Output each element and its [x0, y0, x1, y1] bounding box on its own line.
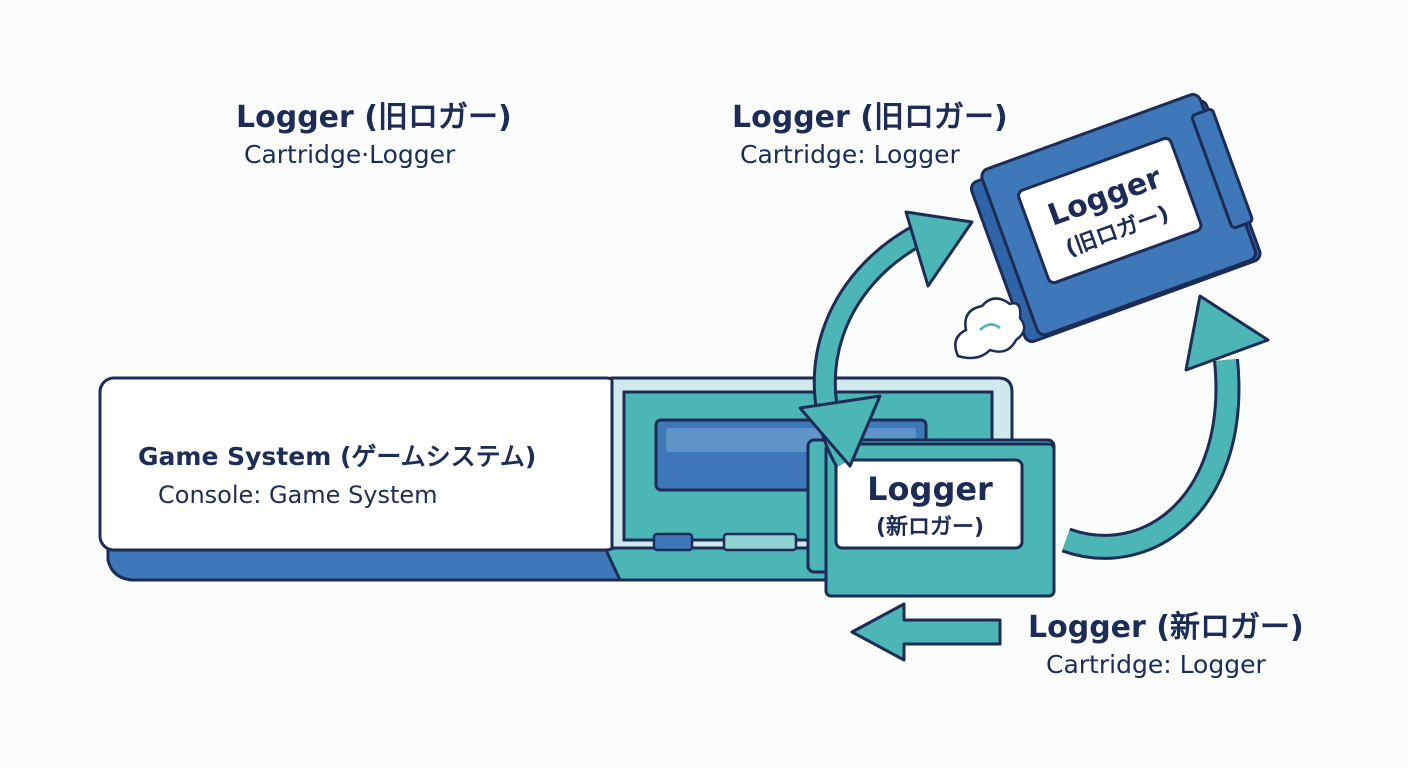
old-cartridge: Logger (旧ロガー)	[969, 93, 1262, 343]
label-top-left-subtitle: Cartridge·Logger	[244, 140, 456, 169]
arrow-cycle-right	[1061, 294, 1270, 560]
label-console: Game System (ゲームシステム)	[138, 442, 536, 472]
console-button-2	[722, 532, 798, 552]
label-bottom-right-title: Logger (新ロガー)	[1028, 610, 1304, 645]
label-console-subtitle: Console: Game System	[158, 481, 438, 509]
label-top-right-title: Logger (旧ロガー)	[732, 100, 1008, 135]
console-button-1	[652, 532, 694, 552]
new-cartridge-tag: (新ロガー)	[876, 514, 984, 540]
label-console-sub-wrap: Console: Game System	[158, 480, 438, 510]
new-cartridge-label	[834, 458, 1024, 550]
arrow-remove-old	[798, 210, 974, 468]
label-top-left: Logger (旧ロガー)	[236, 100, 512, 136]
label-top-right-sub-wrap: Cartridge: Logger	[740, 140, 960, 170]
label-top-right-subtitle: Cartridge: Logger	[740, 140, 960, 169]
new-cartridge: Logger (新ロガー)	[806, 438, 1056, 598]
arrow-left	[850, 602, 1002, 662]
dust-puff	[954, 297, 1026, 360]
label-top-left-sub-wrap: Cartridge·Logger	[244, 140, 455, 170]
label-top-right: Logger (旧ロガー)	[732, 100, 1008, 136]
label-console-title: Game System (ゲームシステム)	[138, 442, 537, 471]
label-top-left-title: Logger (旧ロガー)	[236, 100, 512, 135]
old-cartridge-label	[1017, 136, 1203, 285]
label-bottom-right: Logger (新ロガー)	[1028, 610, 1304, 646]
label-bottom-right-sub-wrap: Cartridge: Logger	[1046, 650, 1266, 680]
label-bottom-right-subtitle: Cartridge: Logger	[1046, 650, 1266, 679]
new-cartridge-name: Logger	[867, 470, 993, 508]
